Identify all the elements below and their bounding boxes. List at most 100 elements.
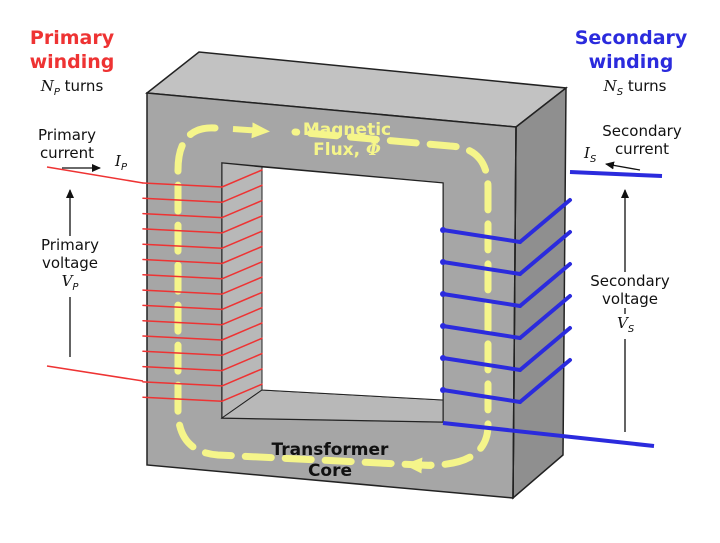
primary-turns-word: turns [59, 77, 104, 95]
flux-symbol: Φ [366, 140, 381, 160]
core-window-depth-left [221, 162, 263, 419]
secondary-turn-entry [440, 291, 446, 297]
primary-winding-coil [142, 169, 263, 402]
primary-turn-front [142, 335, 223, 341]
secondary-turn-front [441, 324, 522, 340]
primary-turn-side [221, 276, 263, 295]
secondary-current-line1: Secondary [602, 122, 682, 140]
secondary-lead-bottom [442, 421, 655, 448]
secondary-turn-side [518, 262, 572, 308]
primary-voltage-sub: P [72, 282, 79, 293]
secondary-turn-entry [440, 323, 446, 329]
secondary-turn-side [518, 230, 572, 276]
secondary-current-label: Secondary current [592, 122, 692, 158]
primary-title-line2: winding [29, 51, 115, 73]
primary-turn-side [221, 199, 263, 219]
secondary-voltage-symbol: V [617, 314, 628, 332]
primary-turn-side [221, 383, 263, 402]
primary-turn-side [221, 322, 263, 341]
secondary-title-line1: Secondary [574, 27, 688, 49]
primary-turn-side [221, 306, 263, 326]
secondary-turns-symbol: N [603, 77, 617, 95]
primary-turns-symbol: N [40, 77, 54, 95]
primary-winding-title: Primary winding [22, 26, 122, 74]
primary-turn-front [142, 228, 223, 234]
primary-turn-side [221, 291, 263, 311]
primary-current-symbol: I [115, 152, 121, 170]
secondary-voltage-symbol-label: VS [617, 314, 635, 339]
core-window-back [261, 166, 444, 401]
primary-turns-sub: P [53, 87, 60, 98]
primary-title-line1: Primary [29, 27, 115, 49]
secondary-turn-front [441, 292, 522, 308]
secondary-voltage-sub: S [627, 324, 635, 335]
primary-turn-side [221, 169, 263, 188]
transformer-core-label: Transformer Core [255, 440, 405, 482]
secondary-turns-sub: S [616, 87, 624, 98]
primary-current-line2: current [39, 144, 95, 162]
primary-current-sub: P [120, 162, 127, 173]
primary-current-label: Primary current [22, 126, 112, 162]
secondary-turn-front [441, 228, 522, 244]
secondary-voltage-line1: Secondary [590, 272, 670, 290]
primary-turn-front [142, 289, 223, 295]
secondary-lead-top [569, 170, 663, 178]
primary-turn-side [221, 368, 263, 387]
secondary-turn-entry [440, 387, 446, 393]
primary-turn-side [221, 184, 263, 204]
primary-lead-top [46, 166, 144, 184]
secondary-winding-title: Secondary winding [570, 26, 692, 74]
primary-turn-front [142, 243, 223, 249]
primary-turn-side [221, 352, 263, 372]
flux-line2: Flux, [313, 140, 361, 160]
primary-turn-front [142, 381, 223, 387]
core-edge [512, 126, 517, 499]
core-line1: Transformer [271, 440, 389, 460]
primary-turn-front [142, 304, 223, 311]
secondary-voltage-label: Secondary voltage [580, 272, 680, 308]
secondary-turn-side [518, 198, 572, 244]
secondary-voltage-line2: voltage [601, 290, 659, 308]
secondary-turn-side [518, 358, 572, 404]
flux-line1: Magnetic [302, 120, 392, 140]
primary-voltage-line2: voltage [41, 254, 99, 272]
primary-turn-side [221, 261, 263, 280]
secondary-current-symbol: I [584, 144, 590, 162]
secondary-turn-entry [440, 227, 446, 233]
primary-turn-front [142, 258, 223, 265]
primary-turn-front [142, 212, 223, 219]
primary-current-symbol-label: IP [115, 152, 127, 177]
secondary-turns-word: turns [623, 77, 667, 95]
primary-current-line1: Primary [38, 126, 96, 144]
primary-lead-bottom [46, 365, 144, 382]
flux-arrow-top [232, 122, 270, 139]
core-line2: Core [307, 461, 353, 481]
secondary-turn-front [441, 260, 522, 276]
secondary-turns-label: NS turns [585, 77, 685, 102]
secondary-current-sub: S [589, 154, 597, 165]
secondary-turn-entry [440, 355, 446, 361]
secondary-turn-front [441, 388, 522, 404]
primary-turn-front [142, 350, 223, 357]
primary-turn-side [221, 337, 263, 357]
primary-turn-front [142, 319, 223, 326]
secondary-turn-side [518, 294, 572, 340]
secondary-current-line2: current [614, 140, 670, 158]
primary-turns-label: NP turns [22, 77, 122, 102]
secondary-turn-front [441, 356, 522, 372]
primary-turn-front [142, 365, 223, 372]
primary-turn-side [221, 245, 263, 265]
secondary-winding-coil [440, 198, 572, 404]
secondary-current-symbol-label: IS [584, 144, 596, 169]
primary-turn-side [221, 230, 263, 249]
secondary-turn-entry [440, 259, 446, 265]
secondary-title-line2: winding [588, 51, 674, 73]
primary-turn-front [142, 197, 223, 204]
primary-voltage-symbol: V [61, 272, 73, 290]
secondary-turn-side [518, 326, 572, 372]
primary-turn-front [142, 182, 223, 188]
primary-turn-side [221, 215, 263, 234]
primary-voltage-line1: Primary [41, 236, 99, 254]
